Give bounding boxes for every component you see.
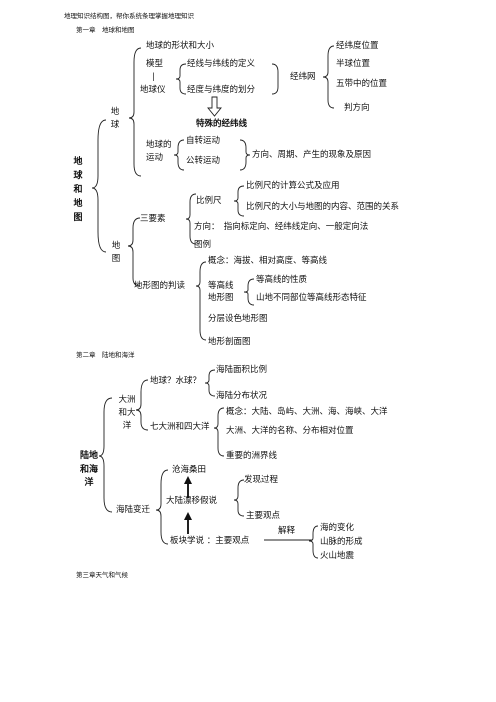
node-three-elements: 三要素 (140, 214, 166, 224)
motion-brace-right (239, 139, 251, 171)
node-continents: 大洲和大洋 (118, 395, 136, 432)
node-profile: 地形剖面图 (208, 337, 251, 347)
node-rotation: 自转运动 (186, 136, 221, 146)
node-changes: 海陆变迁 (116, 505, 151, 515)
drift-brace (233, 479, 245, 517)
plate-item-2: 火山地震 (320, 551, 355, 561)
grid-item-1: 半球位置 (336, 59, 371, 69)
node-earth: 地球 (110, 107, 120, 131)
ch1-root: 地球和地图 (73, 157, 83, 223)
node-revolution: 公转运动 (186, 156, 221, 166)
plate-item-1: 山脉的形成 (320, 537, 363, 547)
node-scale: 比例尺 (196, 196, 222, 206)
root-brace (91, 119, 107, 253)
drift-item-1: 主要观点 (246, 511, 281, 521)
seven-item-0: 概念：大陆、岛屿、大洲、海、海峡、大洋 (226, 407, 388, 417)
header-note: 地理知识结构图，帮你系统条理掌握地理知识 (64, 12, 194, 20)
earthq-brace (204, 369, 216, 397)
scale-brace (233, 185, 245, 217)
seven-brace (213, 407, 225, 457)
node-terrain-read: 地形图的判读 (134, 281, 186, 291)
node-latlon-def: 经线与纬线的定义 (187, 59, 256, 69)
node-motion-effects: 方向、周期、产生的现象及原因 (252, 150, 372, 160)
plate-brace (308, 525, 319, 559)
node-drift: 大陆漂移假说 (166, 496, 218, 506)
grid-item-2: 五带中的位置 (336, 79, 388, 89)
node-grid: 经纬网 (290, 72, 316, 82)
scale-item-0: 比例尺的计算公式及应用 (246, 181, 340, 191)
node-explain: 解释 (278, 526, 296, 536)
earthq-item-1: 海陆分布状况 (216, 391, 268, 401)
node-latlon-div: 经度与纬度的划分 (187, 85, 256, 95)
node-contour-map: 地形图 (208, 293, 234, 303)
grid-brace-right (322, 45, 335, 109)
continents-brace (135, 379, 149, 431)
node-concept: 概念：海拔、相对高度、等高线 (208, 256, 328, 266)
contour-brace (243, 278, 255, 306)
changes-brace (155, 469, 169, 545)
node-earth-q: 地球？水球？ (150, 376, 202, 386)
node-legend: 图例 (194, 240, 212, 250)
ch2-root-brace (98, 397, 113, 513)
seven-item-2: 重要的洲界线 (226, 451, 278, 461)
earthq-item-0: 海陆面积比例 (216, 365, 268, 375)
node-contour: 等高线 (208, 281, 234, 291)
globe-brace (175, 63, 187, 95)
plate-item-0: 海的变化 (320, 523, 355, 533)
grid-item-3: 判方向 (344, 103, 370, 113)
node-plate: 板块学说 ：主要观点 (170, 536, 250, 546)
hollow-arrow (207, 96, 222, 117)
node-globe-bar: | (152, 72, 155, 82)
node-seven: 七大洲和四大洋 (150, 422, 210, 432)
node-layered: 分层设色地形图 (208, 314, 268, 324)
node-direction: 方向： 指向标定向、经纬线定向、一般定向法 (194, 222, 369, 232)
chapter2-title: 第二章 陆地和海洋 (76, 351, 135, 359)
grid-bracket-left (271, 63, 279, 95)
contour-item-1: 山地不同部位等高线形态特征 (256, 293, 367, 303)
chapter3-title: 第三章天气和气候 (76, 571, 128, 579)
node-map: 地图 (111, 241, 121, 265)
contour-item-0: 等高线的性质 (256, 275, 308, 285)
node-shape: 地球的形状和大小 (146, 41, 215, 51)
ch2-root: 陆地和海洋 (79, 451, 98, 488)
chapter1-title: 第一章 地球和地图 (76, 26, 135, 34)
node-sea-field: 沧海桑田 (172, 465, 207, 475)
map-brace (127, 217, 141, 287)
terrain-brace (195, 261, 207, 341)
motion-brace (173, 139, 185, 171)
arrow-head-1 (184, 476, 192, 484)
node-globe: 地球仪 (140, 85, 166, 95)
arrow-head-2 (184, 512, 192, 520)
earth-brace (128, 47, 142, 177)
scale-item-1: 比例尺的大小与地图的内容、范围的关系 (246, 202, 400, 212)
drift-item-0: 发现过程 (244, 475, 279, 485)
node-motion: 地球的运动 (146, 140, 172, 163)
node-special: 特殊的经纬线 (196, 119, 248, 129)
elements-brace (185, 193, 197, 245)
seven-item-1: 大洲、大洋的名称、分布相对位置 (226, 426, 354, 436)
node-model: 模型 (146, 59, 164, 69)
grid-item-0: 经纬度位置 (336, 41, 379, 51)
